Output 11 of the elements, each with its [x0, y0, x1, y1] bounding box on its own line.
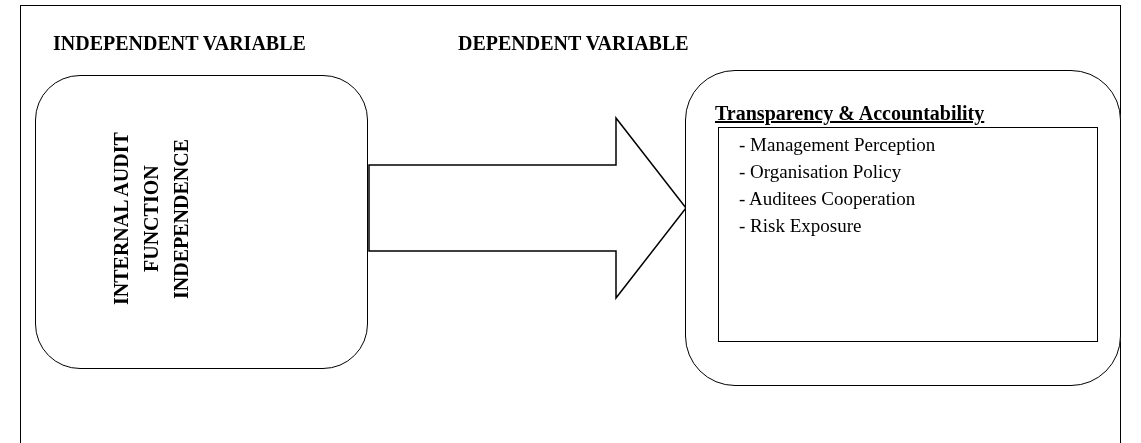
rounded-box — [35, 75, 368, 369]
rotated-label: INTERNAL AUDIT FUNCTION INDEPENDENCE — [109, 131, 193, 307]
list-item: - Management Perception — [739, 134, 936, 156]
column-heading: DEPENDENT VARIABLE — [458, 32, 689, 55]
list-item: - Organisation Policy — [739, 161, 902, 183]
block-arrow — [368, 115, 687, 301]
rounded-box — [685, 70, 1121, 386]
box-title: Transparency & Accountability — [715, 101, 985, 125]
list-item: - Auditees Cooperation — [739, 188, 916, 210]
column-heading: INDEPENDENT VARIABLE — [53, 32, 306, 55]
list-item: - Risk Exposure — [739, 215, 862, 237]
